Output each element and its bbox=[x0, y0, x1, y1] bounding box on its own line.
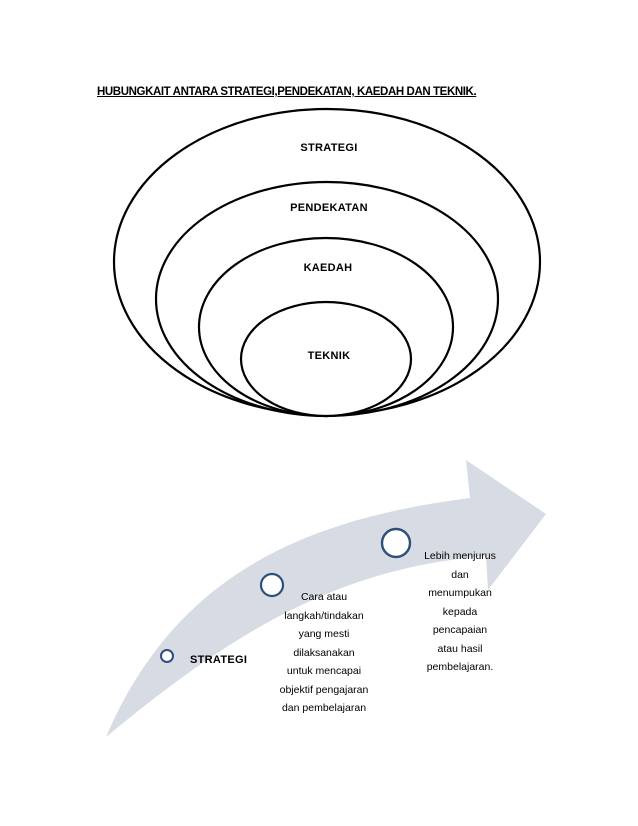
ellipse-label-kaedah: KAEDAH bbox=[304, 262, 353, 274]
ellipse-label-pendekatan: PENDEKATAN bbox=[290, 202, 368, 214]
curved-arrow bbox=[106, 460, 546, 737]
timeline-node-3 bbox=[380, 527, 412, 559]
node-1-text-line: dan pembelajaran bbox=[281, 702, 367, 714]
node-text-lebih: Lebih menjurus dan menumpukan kepada pencapa… bbox=[408, 547, 512, 677]
node-label-strategi: STRATEGI bbox=[190, 654, 248, 666]
ellipse-label-teknik: TEKNIK bbox=[308, 350, 351, 362]
ellipse-teknik bbox=[239, 300, 413, 418]
node-1-text-line: langkah/tindakan bbox=[284, 609, 364, 622]
nested-ellipses bbox=[112, 107, 542, 418]
node-2-text-line: Lebih menjurus bbox=[424, 550, 496, 562]
node-2-text-line: atau hasil bbox=[437, 642, 483, 655]
ellipse-label-strategi: STRATEGI bbox=[300, 142, 357, 154]
node-2-text-line: pembelajaran. bbox=[426, 661, 494, 673]
node-1-text-line: Cara atau bbox=[300, 591, 348, 603]
node-1-text-line: dilaksanakan bbox=[293, 646, 355, 659]
node-2-text-line: kepada bbox=[442, 605, 478, 618]
node-1-text-line: untuk mencapai bbox=[286, 665, 362, 677]
page-title: HUBUNGKAIT ANTARA STRATEGI,PENDEKATAN, K… bbox=[97, 86, 477, 98]
timeline-node-2 bbox=[259, 572, 285, 598]
node-1-text-line: yang mesti bbox=[298, 628, 350, 640]
timeline-node-1 bbox=[160, 649, 174, 663]
node-1-text-line: objektif pengajaran bbox=[279, 683, 369, 696]
node-2-text-line: dan bbox=[451, 568, 469, 581]
node-2-text-line: menumpukan bbox=[428, 587, 492, 599]
node-text-cara: Cara atau langkah/tindakan yang mesti dilak… bbox=[262, 588, 386, 718]
node-2-text-line: pencapaian bbox=[432, 624, 488, 636]
